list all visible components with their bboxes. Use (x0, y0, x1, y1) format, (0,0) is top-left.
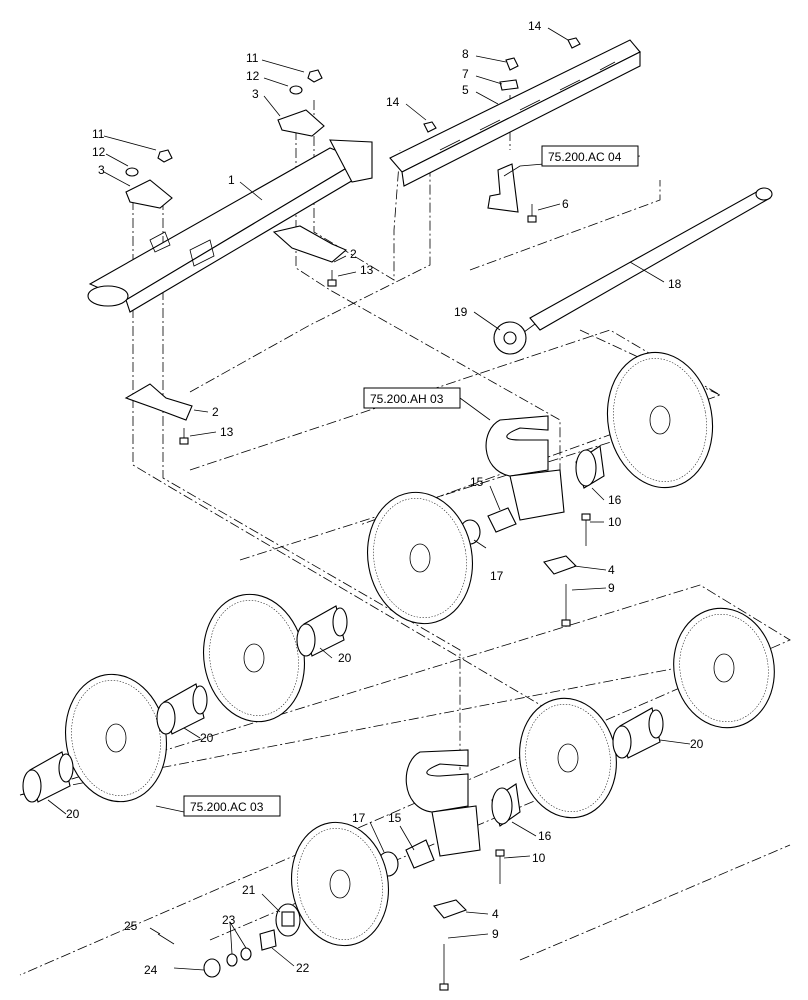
leader-lines (47, 27, 691, 971)
reference-ah03[interactable]: 75.200.AH 03 (363, 387, 461, 409)
bolt-part-10-lower[interactable] (495, 849, 505, 884)
callout-12: 12 (246, 69, 260, 83)
callout-18: 18 (668, 277, 682, 291)
callout-20: 20 (338, 651, 352, 665)
spool-20-c[interactable] (22, 751, 74, 803)
callout-13: 13 (360, 263, 374, 277)
callout-25: 25 (124, 919, 138, 933)
callout-1: 1 (228, 173, 235, 187)
callout-23: 23 (222, 913, 236, 927)
callout-9: 9 (492, 927, 499, 941)
callout-16: 16 (608, 493, 622, 507)
bearing-shank-upper[interactable] (485, 415, 565, 521)
washers-part-23[interactable] (226, 947, 252, 967)
callout-13: 13 (220, 425, 234, 439)
bell-part-16-lower[interactable] (491, 783, 521, 827)
callout-4: 4 (608, 563, 615, 577)
clamp-plate-part-3-left[interactable] (125, 179, 173, 209)
spool-part-15-lower[interactable] (405, 839, 435, 869)
callout-4: 4 (492, 907, 499, 921)
callout-17: 17 (490, 569, 504, 583)
end-washer-part-21[interactable] (275, 903, 301, 937)
callout-2: 2 (350, 247, 357, 261)
washer-part-7[interactable] (499, 79, 519, 91)
callout-19: 19 (454, 305, 468, 319)
callout-14: 14 (386, 95, 400, 109)
callout-3: 3 (98, 163, 105, 177)
callout-11: 11 (92, 127, 105, 141)
callout-22: 22 (296, 961, 310, 975)
gang-shaft-part-18[interactable] (519, 187, 773, 336)
pin-part-25[interactable] (157, 933, 175, 945)
callout-2: 2 (212, 405, 219, 419)
callout-15: 15 (470, 475, 484, 489)
disc-blade-middle-left[interactable] (194, 586, 315, 729)
disc-blade-lower-middle[interactable] (510, 691, 625, 826)
callout-20: 20 (200, 731, 214, 745)
callout-3: 3 (252, 87, 259, 101)
disc-blade-lower-right[interactable] (664, 600, 783, 736)
callout-7: 7 (462, 67, 469, 81)
callout-5: 5 (462, 83, 469, 97)
frame-tube-part-1[interactable] (87, 139, 373, 313)
spool-part-15-upper[interactable] (487, 507, 517, 533)
callout-14: 14 (528, 19, 542, 33)
disc-blade-bottom[interactable] (282, 815, 398, 954)
bell-part-16-upper[interactable] (575, 445, 605, 489)
plate-part-4-upper[interactable] (543, 555, 577, 575)
clamp-bracket-part-2-upper[interactable] (272, 225, 348, 263)
callout-16: 16 (538, 829, 552, 843)
slotted-bar-part-5[interactable] (389, 39, 641, 187)
callout-20: 20 (66, 807, 80, 821)
bolt-part-14-left[interactable] (423, 121, 437, 133)
bolt-part-14-top[interactable] (567, 37, 581, 49)
bearing-shank-lower[interactable] (405, 749, 481, 857)
svg-text:75.200.AH 03: 75.200.AH 03 (370, 392, 444, 406)
callout-20: 20 (690, 737, 704, 751)
nut-part-24[interactable] (203, 958, 221, 978)
plate-part-4-lower[interactable] (433, 899, 467, 919)
shaft-washer-part-19[interactable] (493, 321, 527, 355)
clamp-bracket-part-2-lower[interactable] (124, 383, 193, 421)
callout-10: 10 (532, 851, 546, 865)
disc-blade-upper-middle[interactable] (357, 484, 482, 632)
spool-20-b[interactable] (156, 683, 208, 735)
reference-ac04[interactable]: 75.200.AC 04 (541, 145, 639, 167)
bolt-part-10-upper[interactable] (581, 513, 591, 546)
nut-part-8[interactable] (505, 57, 519, 71)
hex-nuts-part-11[interactable] (157, 69, 323, 163)
callout-17: 17 (352, 811, 366, 825)
callout-6: 6 (562, 197, 569, 211)
disc-blades[interactable] (56, 344, 784, 953)
clamp-plate-part-3-right[interactable] (277, 109, 325, 137)
callout-12: 12 (92, 145, 106, 159)
callout-9: 9 (608, 581, 615, 595)
callout-24: 24 (144, 963, 158, 977)
svg-text:75.200.AC 04: 75.200.AC 04 (548, 150, 622, 164)
callout-10: 10 (608, 515, 622, 529)
bolt-part-9-lower[interactable] (439, 944, 449, 991)
svg-text:75.200.AC 03: 75.200.AC 03 (190, 800, 264, 814)
callout-8: 8 (462, 47, 469, 61)
scraper-bracket[interactable] (487, 163, 519, 213)
callout-21: 21 (242, 883, 256, 897)
reference-ac03[interactable]: 75.200.AC 03 (183, 795, 281, 817)
spool-20-d[interactable] (612, 707, 664, 759)
washers-part-12[interactable] (125, 85, 303, 177)
disc-blade-lower-far-left[interactable] (56, 666, 177, 809)
callout-15: 15 (388, 811, 402, 825)
spools-part-20[interactable] (22, 605, 664, 803)
disc-blade-upper-right[interactable] (597, 344, 723, 496)
bolt-part-6[interactable] (527, 204, 537, 223)
part-callouts: 1 11 12 3 11 12 3 2 13 2 13 14 8 7 5 14 … (66, 19, 704, 977)
bolt-part-9-upper[interactable] (561, 584, 571, 627)
callout-11: 11 (246, 51, 259, 65)
bolts-part-13[interactable] (179, 270, 337, 445)
spool-20-a[interactable] (296, 605, 348, 657)
plate-part-22[interactable] (259, 929, 277, 951)
